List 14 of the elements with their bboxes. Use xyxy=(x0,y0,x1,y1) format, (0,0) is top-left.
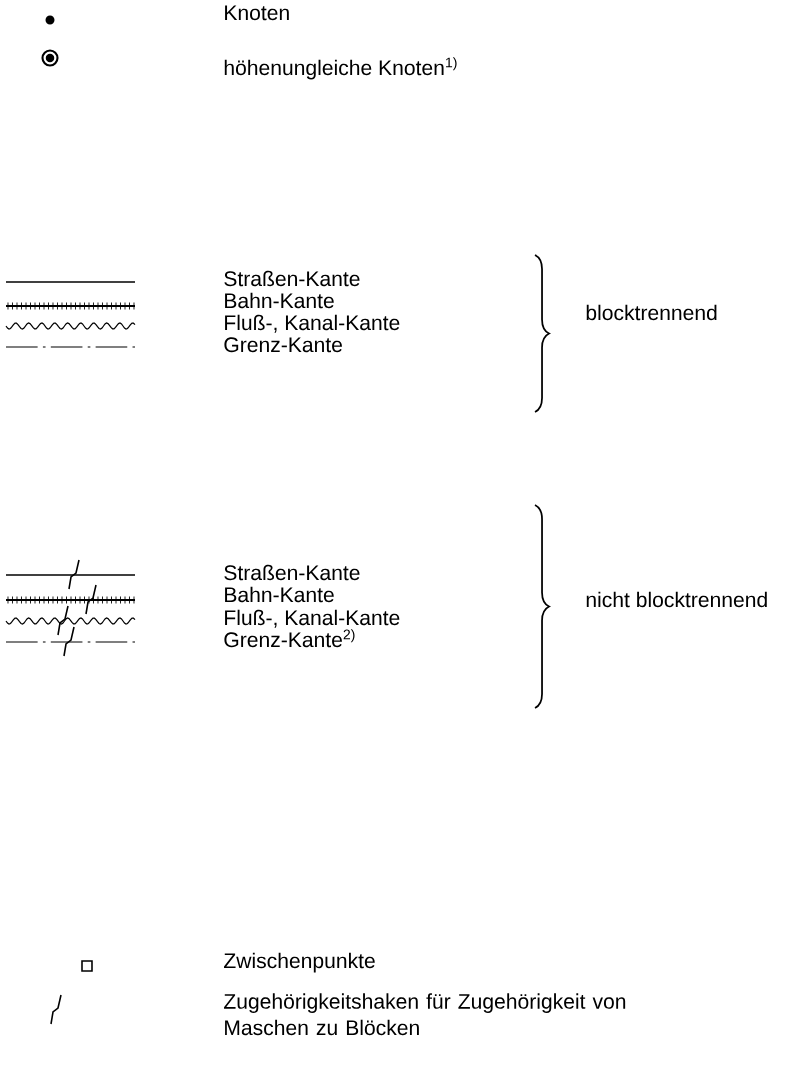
legend-text: Straßen-Kante xyxy=(224,564,360,581)
legend-text: Fluß-, Kanal-Kante xyxy=(225,314,400,333)
legend-text: Grenz-Kante$^{2)}$ xyxy=(224,629,355,648)
legend-text: Zugehörigkeitshaken für Zugehörigkeit von Maschen zu Blöcken xyxy=(224,993,626,1036)
legend-text: Zwischenpunkte xyxy=(224,952,375,973)
legend-text: Bahn-Kante xyxy=(225,586,334,603)
legend-text: Bahn-Kante xyxy=(225,292,334,309)
legend-text: Knoten xyxy=(225,5,289,21)
legend-text: Grenz-Kante xyxy=(224,337,342,353)
legend-text: höhenungleiche Knoten$^{1)}$ xyxy=(224,57,457,80)
legend-text: Straßen-Kante xyxy=(224,270,360,287)
group-label: blocktrennend xyxy=(586,304,717,321)
legend-text: Fluß-, Kanal-Kante xyxy=(225,609,400,628)
group-label: nicht blocktrennend xyxy=(586,591,767,608)
